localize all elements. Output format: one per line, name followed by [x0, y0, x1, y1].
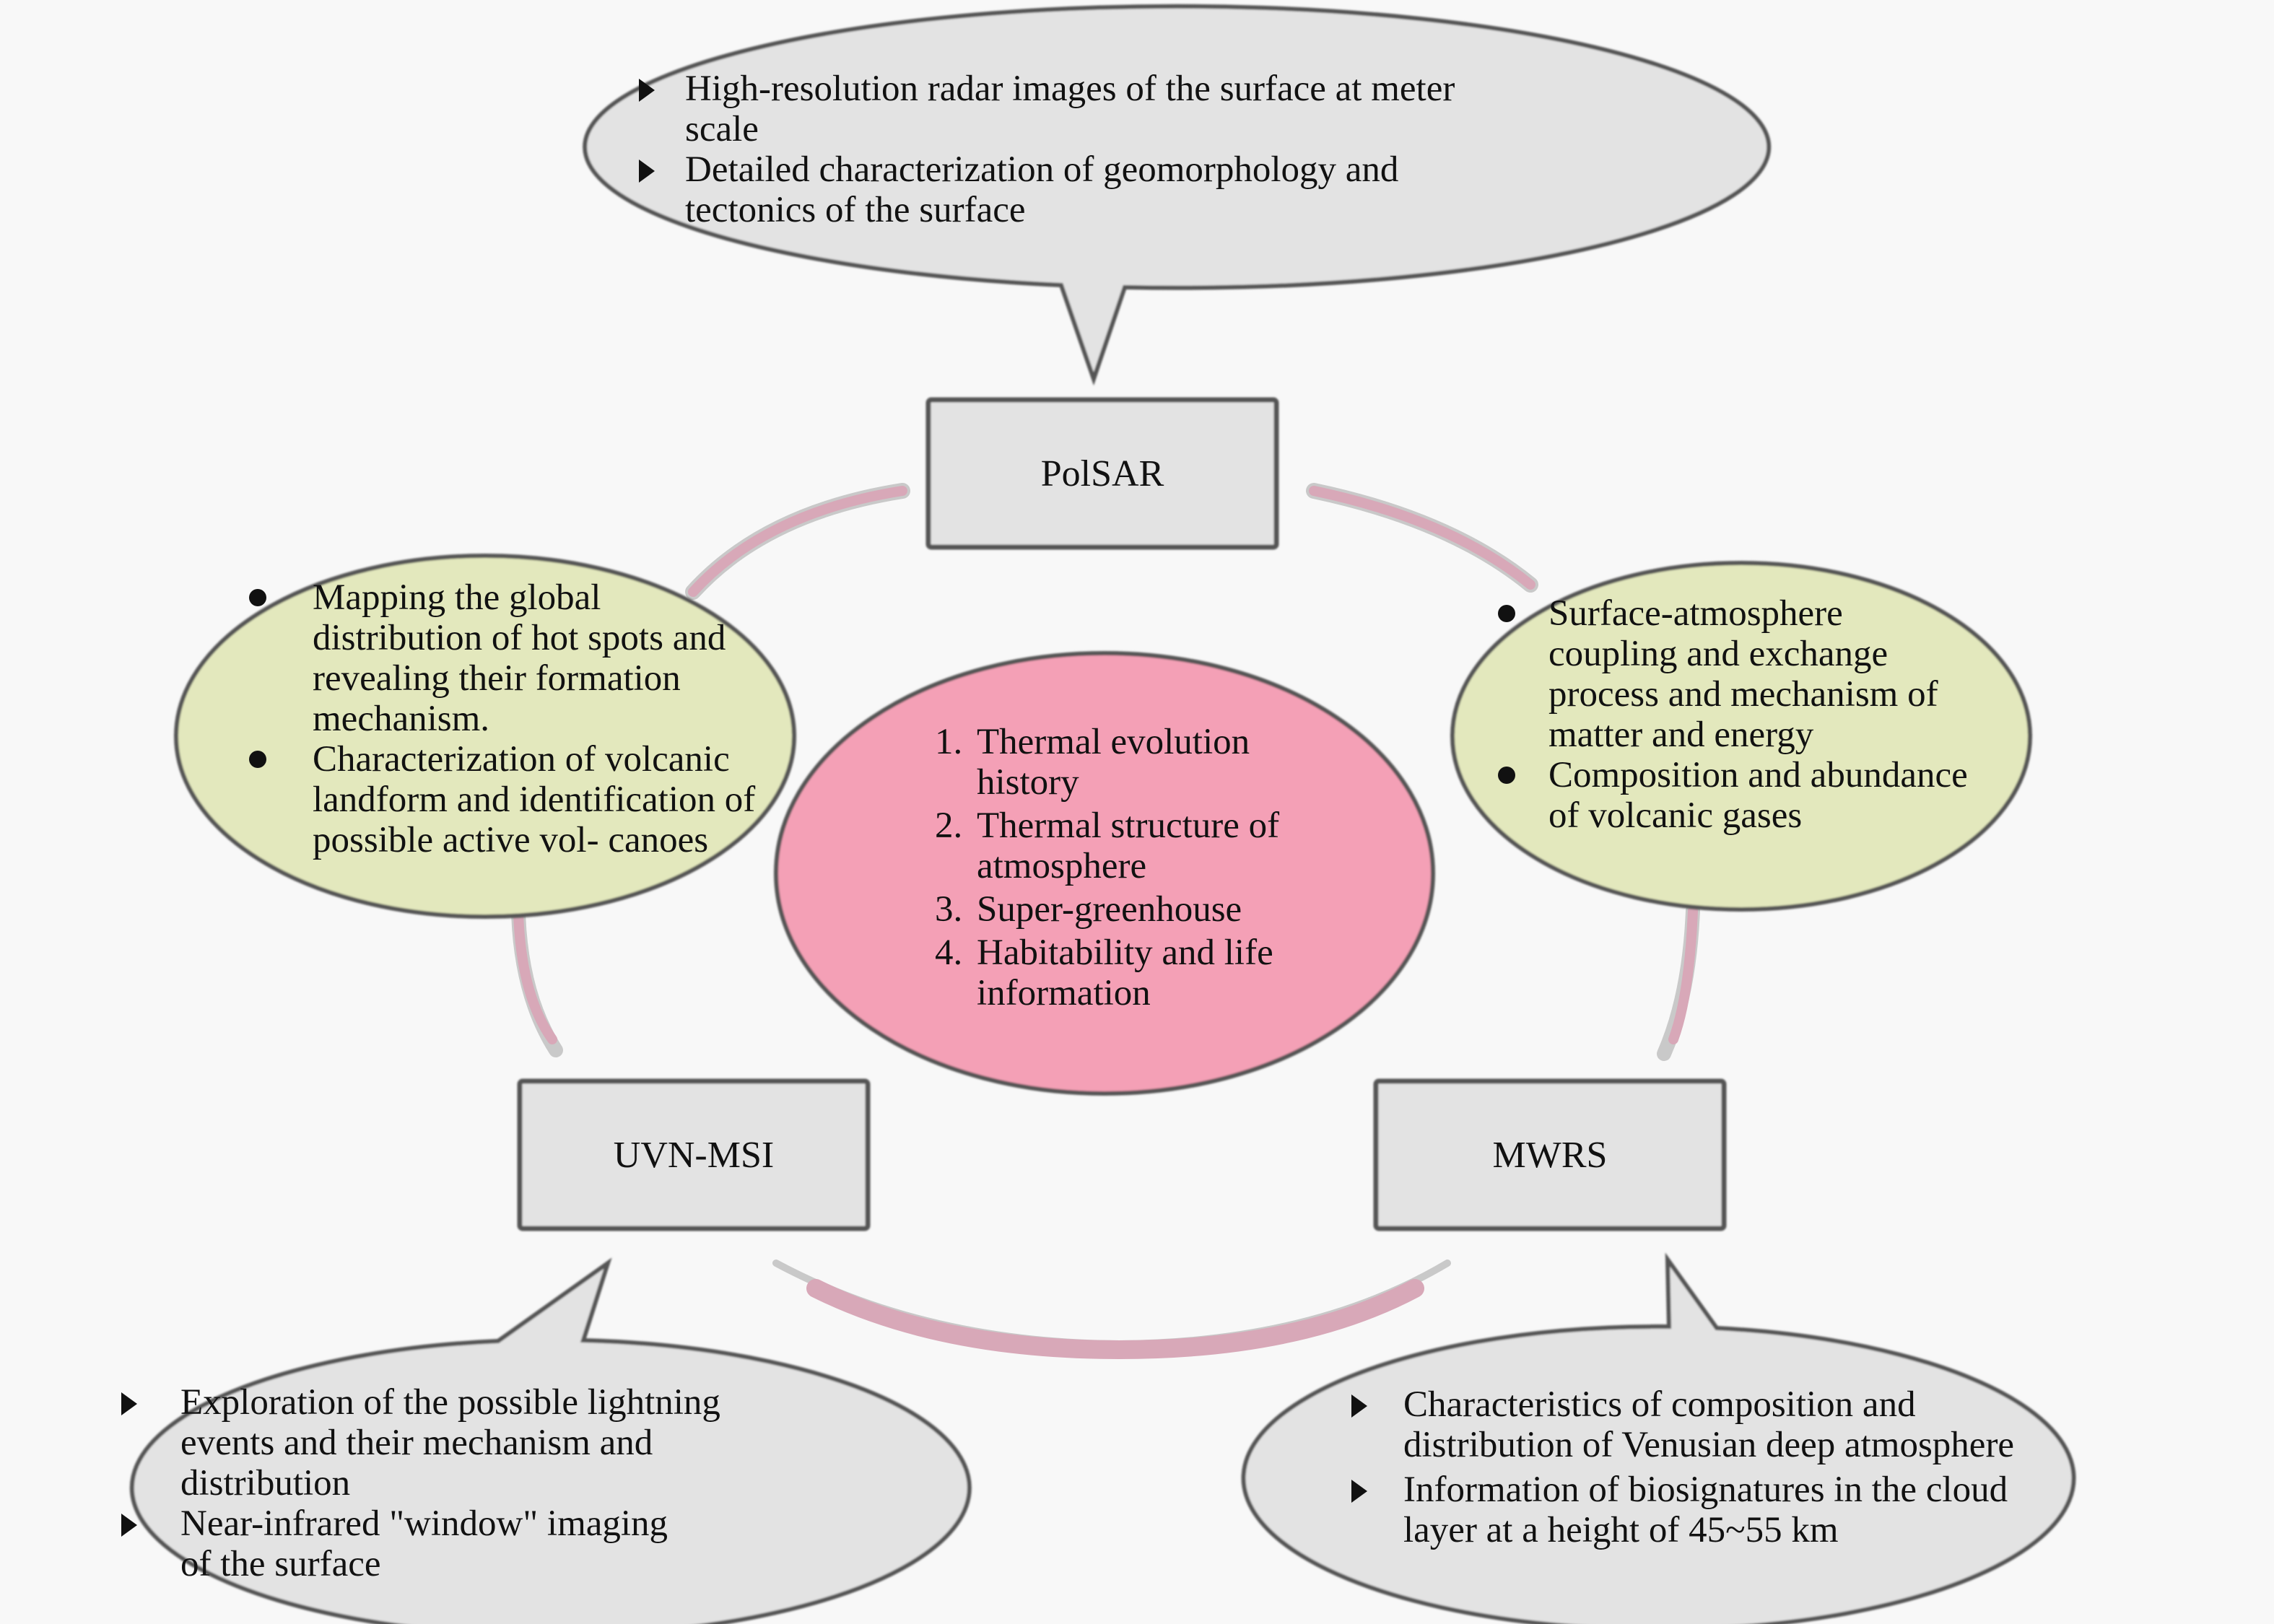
ring-arc-bottom	[772, 1260, 1451, 1348]
polsar-callout: High-resolution radar images of the surf…	[639, 69, 1462, 230]
science-ellipse-left	[174, 554, 796, 919]
polsar-callout-shape	[583, 4, 1772, 386]
science-left-item: Mapping the global distribution of hot s…	[249, 577, 769, 739]
polsar-box-shape	[925, 397, 1279, 550]
polsar-callout-item: Detailed characterization of geomorpholo…	[639, 149, 1462, 230]
ring-arc-top-right	[1306, 483, 1538, 593]
uvn-msi-callout-item: Near-infrared "window" imaging of the su…	[121, 1503, 700, 1584]
science-ellipse-right	[1450, 561, 2032, 912]
science-right-item: Composition and abundance of volcanic ga…	[1498, 755, 1974, 836]
uvn-msi-box-shape	[517, 1078, 871, 1231]
science-left-text: Mapping the global distribution of hot s…	[249, 577, 769, 860]
mwrs-callout-item: Information of biosignatures in the clou…	[1351, 1470, 2088, 1550]
center-item: 4. Habitability and life information	[935, 933, 1273, 1013]
uvn-msi-callout: Exploration of the possible lightning ev…	[121, 1382, 785, 1584]
uvn-msi-callout-item: Exploration of the possible lightning ev…	[121, 1382, 785, 1503]
polsar-callout-item: High-resolution radar images of the surf…	[639, 69, 1462, 149]
uvn-msi-label: UVN-MSI	[613, 1134, 775, 1176]
science-right-text: Surface-atmosphere coupling and exchange…	[1498, 593, 1974, 836]
center-item: 2. Thermal structure of atmosphere	[935, 806, 1280, 886]
center-item: 1. Thermal evolution history	[935, 722, 1250, 803]
center-item: 3. Super-greenhouse	[935, 889, 1242, 930]
science-left-item: Characterization of volcanic landform an…	[249, 739, 769, 860]
mwrs-label: MWRS	[1492, 1134, 1608, 1176]
mwrs-callout-item: Characteristics of composition and distr…	[1351, 1384, 2088, 1465]
mwrs-box-shape	[1373, 1078, 1727, 1231]
center-ellipse	[774, 651, 1435, 1096]
mwrs-callout: Characteristics of composition and distr…	[1351, 1384, 2088, 1550]
uvn-msi-callout-shape	[129, 1257, 972, 1624]
uvn-msi-box[interactable]: UVN-MSI	[520, 1081, 868, 1228]
polsar-box[interactable]: PolSAR	[928, 400, 1276, 547]
center-text: 1. Thermal evolution history 2. Thermal …	[935, 722, 1339, 1016]
mwrs-box[interactable]: MWRS	[1376, 1081, 1724, 1228]
mwrs-callout-shape	[1241, 1252, 2076, 1624]
polsar-label: PolSAR	[1040, 453, 1164, 494]
connection-ring	[511, 483, 1700, 1360]
science-right-item: Surface-atmosphere coupling and exchange…	[1498, 593, 1974, 755]
ring-arc-top-left	[685, 483, 910, 600]
